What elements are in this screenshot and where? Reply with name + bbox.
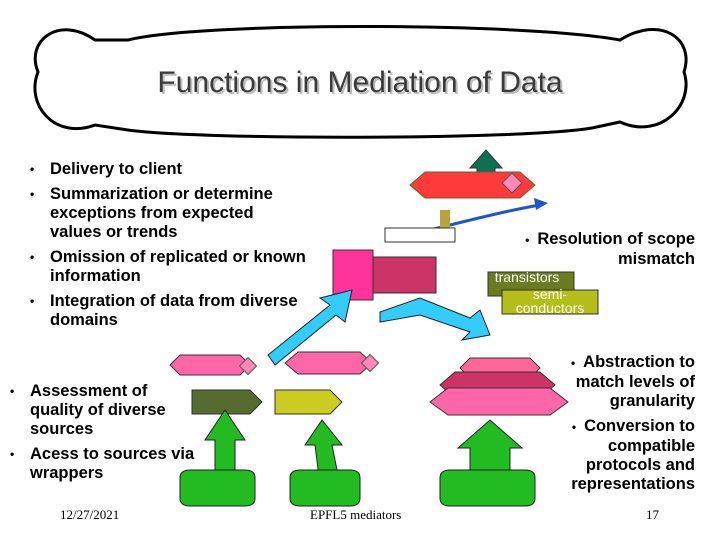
green-base-2 <box>289 469 361 507</box>
blue-arrow-head <box>534 198 548 210</box>
olive-clip <box>440 210 450 228</box>
left-bullet-2: Summarization or determine exceptions fr… <box>28 185 308 242</box>
right-bottom-bullet-list: Abstraction to match levels of granulari… <box>545 353 695 500</box>
right-bottom-bullet-2: Conversion to compatible protocols and r… <box>545 417 695 494</box>
left-bullet-3: Omission of replicated or known informat… <box>28 248 308 286</box>
footer-page-number: 17 <box>646 507 659 522</box>
red-slab-top <box>409 171 536 199</box>
olive-arrow <box>274 389 343 415</box>
footer-date: 12/27/2021 <box>60 507 120 522</box>
red-slab-bottom-mid <box>284 351 373 375</box>
magenta-block <box>372 256 437 294</box>
left-bullet-1: Delivery to client <box>28 160 308 179</box>
page-title: Functions in Mediation of Data <box>157 66 563 99</box>
pink-diamond-bottom-mid <box>360 353 380 373</box>
right-bottom-bullet-1: Abstraction to match levels of granulari… <box>545 353 695 411</box>
olive-box-front <box>501 289 599 315</box>
white-tab <box>384 227 456 243</box>
cyan-arrow-right <box>379 297 491 341</box>
footer-center: EPFL5 mediators <box>310 507 402 522</box>
right-top-bullet-list: Resolution of scope mismatch <box>520 230 695 275</box>
title-frame-shape <box>33 25 688 139</box>
bottom-left-bullet-2: Acess to sources via wrappers <box>8 445 198 483</box>
pink-diamond-top <box>501 172 523 194</box>
bottom-left-bullet-list: Assessment of quality of diverse sources… <box>8 382 198 489</box>
left-bullet-4: Integration of data from diverse domains <box>28 292 308 330</box>
green-base-3 <box>439 469 536 507</box>
magenta-block-dotted <box>332 249 374 301</box>
dotted-arrow <box>191 389 263 415</box>
bottom-left-bullet-1: Assessment of quality of diverse sources <box>8 382 198 439</box>
left-bullet-list: Delivery to client Summarization or dete… <box>28 160 308 336</box>
semiconductors-label: semi-conductors <box>515 286 585 316</box>
cyan-arrow-left <box>267 289 353 366</box>
right-top-bullet-1: Resolution of scope mismatch <box>520 230 695 269</box>
red-slab-bottom-left <box>169 354 251 376</box>
pink-diamond-bottom-left <box>238 356 258 376</box>
transistors-label: transistors <box>494 269 560 285</box>
